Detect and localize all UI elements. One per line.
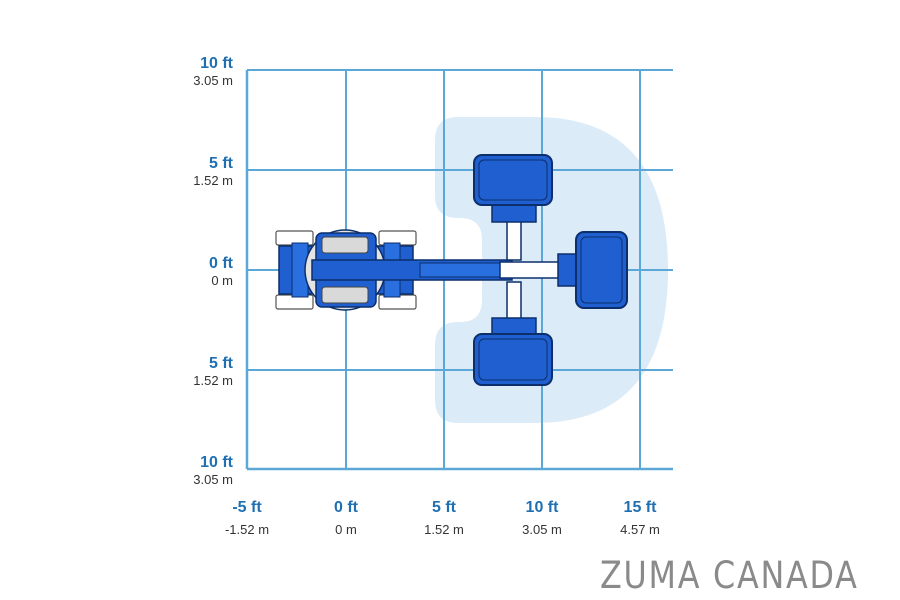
x-tick-label-ft: 5 ft [432, 499, 457, 516]
x-tick-label-ft: 0 ft [334, 499, 359, 516]
boom-lift-top-view [275, 154, 628, 386]
platform-bottom [473, 333, 553, 386]
engine-cover-bottom [321, 286, 369, 304]
x-tick-label-ft: -5 ft [232, 499, 262, 516]
x-tick-label-m: 1.52 m [424, 522, 464, 537]
jib-bottom [506, 281, 522, 323]
y-tick-label-m: 1.52 m [193, 173, 233, 188]
x-tick-label-m: 4.57 m [620, 522, 660, 537]
platform-top-floor [478, 159, 548, 201]
platform-top [473, 154, 553, 206]
x-tick-label-ft: 15 ft [624, 499, 658, 516]
watermark: ZUMA CANADA [600, 554, 859, 597]
platform-right-floor [580, 236, 623, 304]
boom-middle [419, 262, 501, 278]
y-tick-label-ft: 5 ft [209, 355, 234, 372]
jib-top [506, 217, 522, 261]
boom-jib [499, 261, 561, 279]
y-tick-label-ft: 5 ft [209, 155, 234, 172]
rotator-top [491, 203, 537, 223]
x-tick-label-m: -1.52 m [225, 522, 269, 537]
platform-bottom-floor [478, 338, 548, 381]
y-tick-label-m: 0 m [211, 273, 233, 288]
x-tick-label-m: 0 m [335, 522, 357, 537]
y-tick-label-ft: 10 ft [200, 454, 234, 471]
y-tick-label-ft: 0 ft [209, 255, 234, 272]
y-tick-label-m: 1.52 m [193, 373, 233, 388]
y-tick-label-m: 3.05 m [193, 73, 233, 88]
platform-right [575, 231, 628, 309]
engine-cover-top [321, 236, 369, 254]
axis-labels: 10 ft3.05 m5 ft1.52 m0 ft0 m5 ft1.52 m10… [193, 55, 660, 537]
x-tick-label-ft: 10 ft [526, 499, 560, 516]
y-tick-label-ft: 10 ft [200, 55, 234, 72]
y-tick-label-m: 3.05 m [193, 472, 233, 487]
x-tick-label-m: 3.05 m [522, 522, 562, 537]
